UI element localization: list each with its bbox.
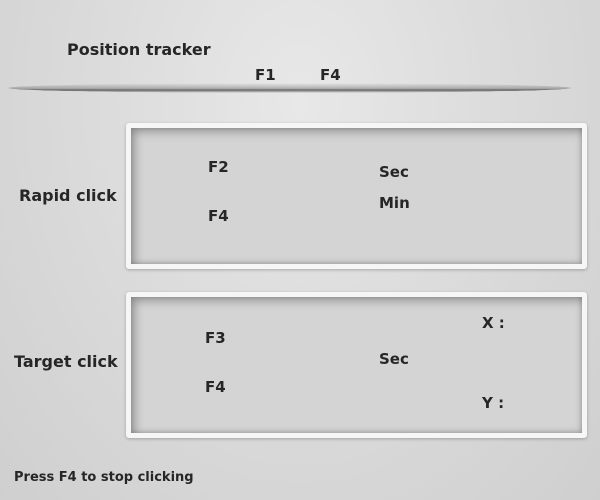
rapid-click-panel bbox=[126, 123, 587, 269]
target-click-sec-unit: Sec bbox=[379, 350, 409, 368]
target-y-label: Y : bbox=[482, 394, 505, 412]
target-click-stop-key: F4 bbox=[205, 378, 226, 396]
target-click-label: Target click bbox=[14, 352, 118, 371]
target-click-start-key: F3 bbox=[205, 329, 226, 347]
tracker-stop-key: F4 bbox=[320, 66, 341, 84]
rapid-click-start-key: F2 bbox=[208, 158, 229, 176]
rapid-click-stop-key: F4 bbox=[208, 207, 229, 225]
tracker-start-key: F1 bbox=[255, 66, 276, 84]
target-click-panel bbox=[126, 292, 587, 438]
rapid-click-sec-unit: Sec bbox=[379, 163, 409, 181]
stop-hint: Press F4 to stop clicking bbox=[14, 470, 194, 485]
target-x-label: X : bbox=[482, 314, 505, 332]
header-divider bbox=[8, 83, 571, 93]
rapid-click-min-unit: Min bbox=[379, 194, 410, 212]
position-tracker-title: Position tracker bbox=[67, 40, 211, 59]
rapid-click-label: Rapid click bbox=[19, 186, 117, 205]
